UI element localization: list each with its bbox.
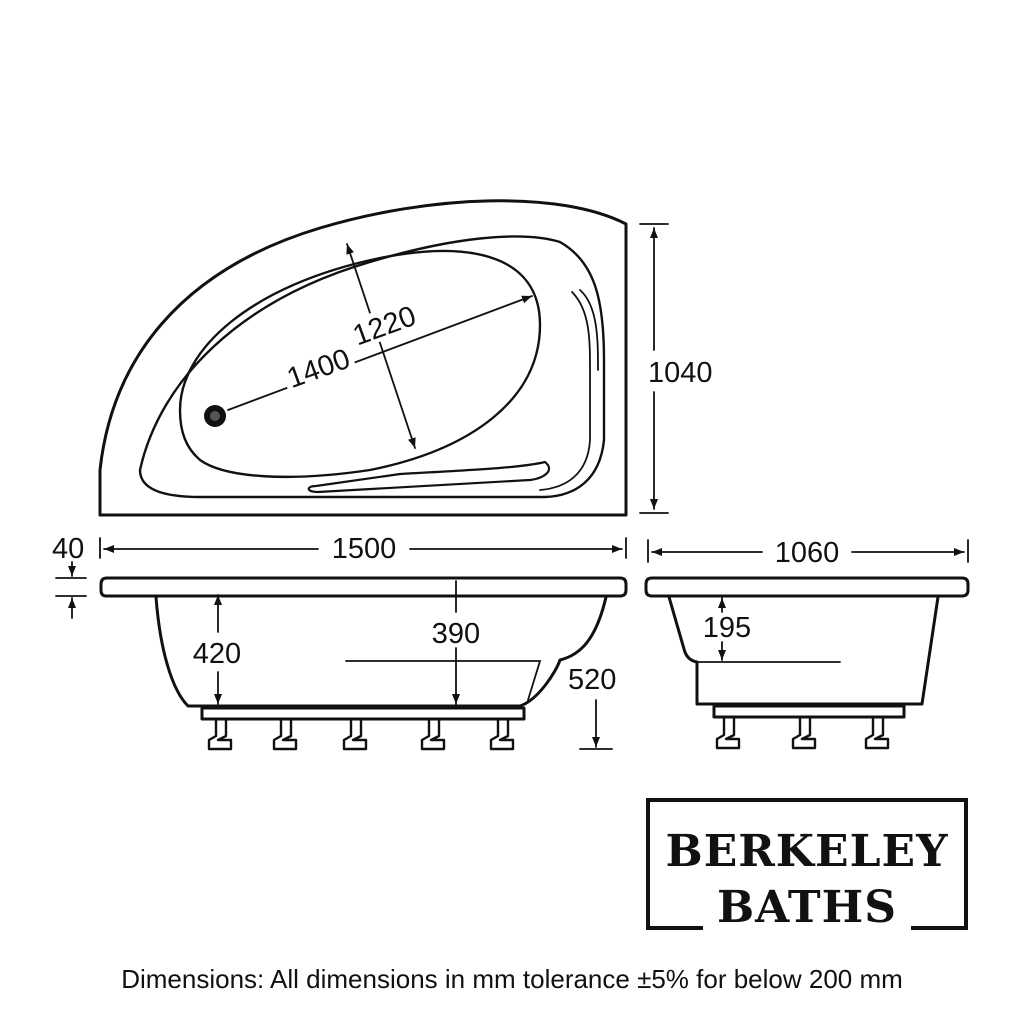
overall-depth-label: 1040 <box>648 357 713 389</box>
seat-depth-label: 195 <box>703 612 751 644</box>
front-base-frame <box>200 706 526 721</box>
bowl-width-dimension-line <box>346 243 416 449</box>
end-elevation: 1060 195 <box>644 537 970 750</box>
front-feet <box>207 717 515 751</box>
plan-rim-inner-outline <box>138 235 606 499</box>
plan-rim-groove-2 <box>579 289 599 371</box>
front-rim <box>99 576 628 598</box>
front-armrest-step <box>345 660 542 701</box>
plan-armrest-ridge <box>307 460 551 494</box>
plan-outer-outline <box>98 199 628 517</box>
front-elevation: 1500 40 420 390 520 <box>52 533 628 751</box>
internal-depth-side-label: 420 <box>193 638 241 670</box>
plan-bowl-outline <box>178 249 542 479</box>
overall-height-label: 520 <box>568 664 616 696</box>
end-rim <box>644 576 970 598</box>
brand-name-line2: BATHS <box>702 886 912 930</box>
internal-depth-center-label: 390 <box>432 618 480 650</box>
rim-thickness-label: 40 <box>52 533 84 565</box>
end-body <box>667 595 940 706</box>
plan-rim-groove <box>539 291 591 491</box>
dimensions-footnote: Dimensions: All dimensions in mm toleran… <box>121 964 903 994</box>
brand-logo: BERKELEY BATHS <box>646 798 968 930</box>
plan-view: 1400 1220 1040 <box>98 199 713 517</box>
overall-length-label: 1500 <box>332 533 397 565</box>
front-body <box>154 595 608 708</box>
end-feet <box>715 715 890 750</box>
end-base-frame <box>712 704 906 719</box>
brand-name-line1: BERKELEY <box>665 826 949 877</box>
bowl-width-label: 1220 <box>349 300 421 352</box>
end-width-label: 1060 <box>775 537 840 569</box>
bowl-length-label: 1400 <box>283 343 355 395</box>
